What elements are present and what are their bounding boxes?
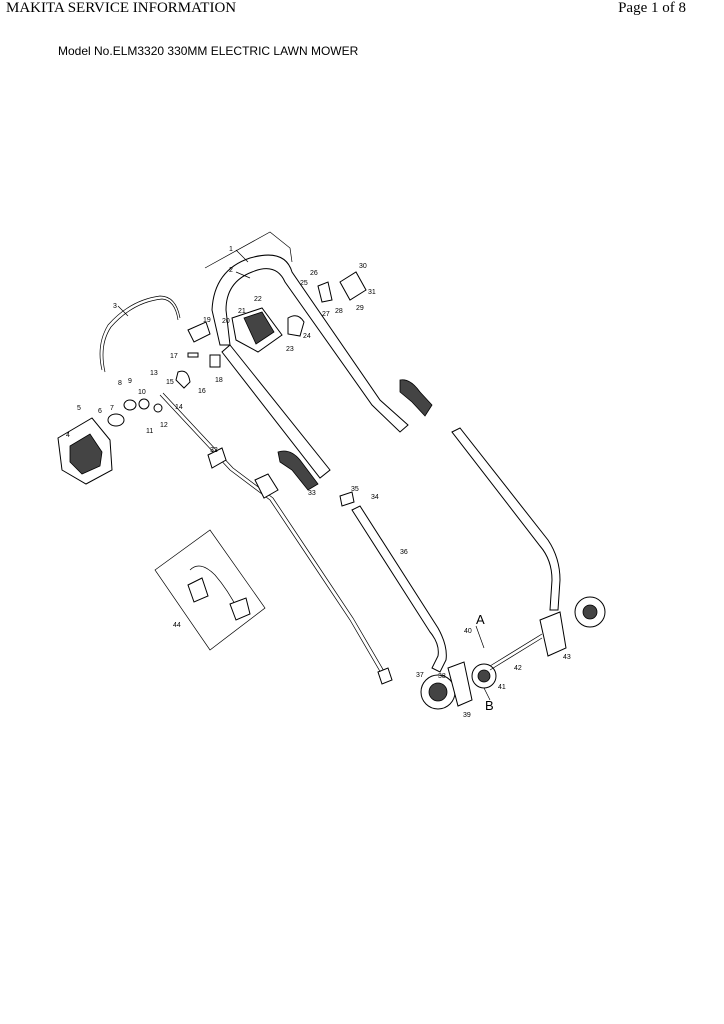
callout-2: 2 <box>229 267 233 274</box>
motor-cover <box>57 417 113 485</box>
callout-6: 6 <box>98 408 102 415</box>
header-page-number: Page 1 of 8 <box>618 0 686 16</box>
callout-28: 28 <box>335 308 343 315</box>
header-service-title: MAKITA SERVICE INFORMATION <box>6 0 237 16</box>
callout-22: 22 <box>254 296 262 303</box>
callout-19: 19 <box>203 317 211 324</box>
inset-cord-set <box>154 529 266 651</box>
small-parts <box>107 321 355 507</box>
callout-11: 11 <box>146 428 153 435</box>
callout-27: 27 <box>322 311 330 318</box>
callout-40: 40 <box>464 628 472 635</box>
callout-31: 31 <box>368 289 376 296</box>
callout-12: 12 <box>160 422 168 429</box>
callout-13: 13 <box>150 370 158 377</box>
callout-36: 36 <box>400 549 408 556</box>
callout-14: 14 <box>175 404 183 411</box>
callout-29: 29 <box>356 305 364 312</box>
upper-handle <box>204 231 433 491</box>
detail-label-a: A <box>476 612 485 627</box>
callout-37: 37 <box>416 672 424 679</box>
callout-1: 1 <box>229 246 233 253</box>
callout-30: 30 <box>359 263 367 270</box>
callout-8: 8 <box>118 380 122 387</box>
callout-35: 35 <box>351 486 359 493</box>
callout-16: 16 <box>198 388 206 395</box>
lower-handle <box>351 427 561 673</box>
callout-15: 15 <box>166 379 174 386</box>
callout-44: 44 <box>173 622 181 629</box>
callout-26: 26 <box>310 270 318 277</box>
callout-25: 25 <box>300 280 308 287</box>
callout-34: 34 <box>371 494 379 501</box>
callout-43: 43 <box>563 654 571 661</box>
callout-21: 21 <box>238 308 246 315</box>
callout-38: 38 <box>438 673 446 680</box>
callout-41: 41 <box>498 684 506 691</box>
callout-39: 39 <box>463 712 471 719</box>
callout-7: 7 <box>110 405 114 412</box>
callout-10: 10 <box>138 389 146 396</box>
callout-24: 24 <box>303 333 311 340</box>
leader-lines <box>117 249 491 701</box>
model-title: Model No.ELM3320 330MM ELECTRIC LAWN MOW… <box>58 44 359 58</box>
callout-9: 9 <box>128 378 132 385</box>
callout-23: 23 <box>286 346 294 353</box>
detail-label-b: B <box>485 698 494 713</box>
callout-33: 33 <box>308 490 316 497</box>
callout-18: 18 <box>215 377 223 384</box>
callout-32: 32 <box>210 447 218 454</box>
callout-labels: 1 2 3 4 5 6 7 8 9 10 11 12 13 14 15 16 1… <box>66 246 571 719</box>
callout-4: 4 <box>66 432 70 439</box>
callout-17: 17 <box>170 353 178 360</box>
callout-20: 20 <box>222 318 230 325</box>
callout-5: 5 <box>77 405 81 412</box>
callout-3: 3 <box>113 303 117 310</box>
switch-box-assembly <box>231 271 367 353</box>
callout-42: 42 <box>514 665 522 672</box>
wheel-assembly <box>420 596 606 710</box>
